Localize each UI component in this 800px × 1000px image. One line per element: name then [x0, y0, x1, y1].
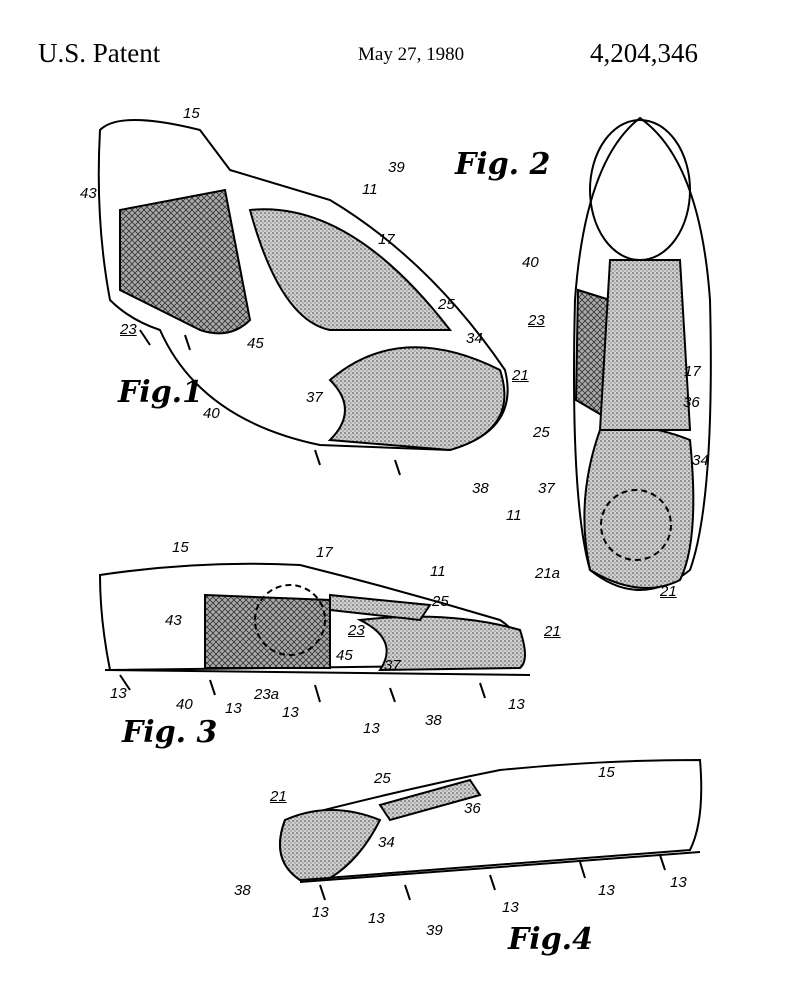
ref-label: 43 — [80, 185, 97, 202]
ref-label: 17 — [378, 231, 395, 248]
ref-label: 45 — [247, 335, 264, 352]
fig4-shoe — [279, 758, 703, 901]
ref-label: 23 — [348, 622, 365, 639]
ref-label: 21 — [512, 367, 529, 384]
ref-label: 11 — [506, 507, 522, 524]
ref-label: 40 — [176, 696, 193, 713]
fig3-shoe — [98, 562, 531, 703]
ref-label: 23 — [120, 321, 137, 338]
ref-label: 11 — [362, 181, 378, 198]
ref-label: 40 — [522, 254, 539, 271]
ref-label: 36 — [683, 394, 700, 411]
ref-label: 25 — [438, 296, 455, 313]
ref-label: 23 — [528, 312, 545, 329]
ref-label: 23a — [254, 686, 280, 703]
ref-label: 25 — [533, 424, 550, 441]
ref-label: 13 — [312, 904, 329, 921]
ref-label: 11 — [430, 563, 446, 580]
patent-header-title: U.S. Patent — [38, 38, 161, 68]
ref-label: 40 — [203, 405, 220, 422]
ref-label: 17 — [316, 544, 333, 561]
ref-label: 38 — [425, 712, 442, 729]
patent-number: 4,204,346 — [590, 38, 698, 68]
ref-label: 25 — [432, 593, 449, 610]
ref-label: 13 — [110, 685, 127, 702]
ref-label: 34 — [378, 834, 395, 851]
ref-label: 13 — [598, 882, 615, 899]
ref-label: 37 — [384, 657, 401, 674]
fig1-shoe — [97, 119, 509, 476]
ref-label: 37 — [538, 480, 555, 497]
ref-label: 39 — [388, 159, 405, 176]
fig3-title: Fig. 3 — [122, 715, 218, 750]
ref-label: 34 — [692, 452, 709, 469]
ref-label: 17 — [684, 363, 701, 380]
fig2-shoe — [573, 116, 712, 591]
ref-label: 37 — [306, 389, 323, 406]
ref-label: 36 — [464, 800, 481, 817]
ref-label: 21a — [535, 565, 561, 582]
ref-label: 15 — [183, 105, 200, 122]
ref-label: 13 — [502, 899, 519, 916]
fig2-title: Fig. 2 — [455, 147, 551, 182]
ref-label: 13 — [282, 704, 299, 721]
ref-label: 13 — [225, 700, 242, 717]
ref-label: 13 — [368, 910, 385, 927]
ref-label: 38 — [472, 480, 489, 497]
ref-label: 13 — [363, 720, 380, 737]
fig4-title: Fig.4 — [508, 922, 593, 957]
ref-label: 45 — [336, 647, 353, 664]
ref-label: 15 — [172, 539, 189, 556]
ref-label: 43 — [165, 612, 182, 629]
fig1-title: Fig.1 — [118, 375, 203, 410]
ref-label: 21 — [544, 623, 561, 640]
ref-label: 21 — [270, 788, 287, 805]
ref-label: 39 — [426, 922, 443, 939]
ref-label: 38 — [234, 882, 251, 899]
ref-label: 25 — [374, 770, 391, 787]
ref-label: 15 — [598, 764, 615, 781]
ref-label: 13 — [508, 696, 525, 713]
ref-label: 21 — [660, 583, 677, 600]
ref-label: 13 — [670, 874, 687, 891]
patent-date: May 27, 1980 — [358, 44, 465, 65]
ref-label: 34 — [466, 330, 483, 347]
